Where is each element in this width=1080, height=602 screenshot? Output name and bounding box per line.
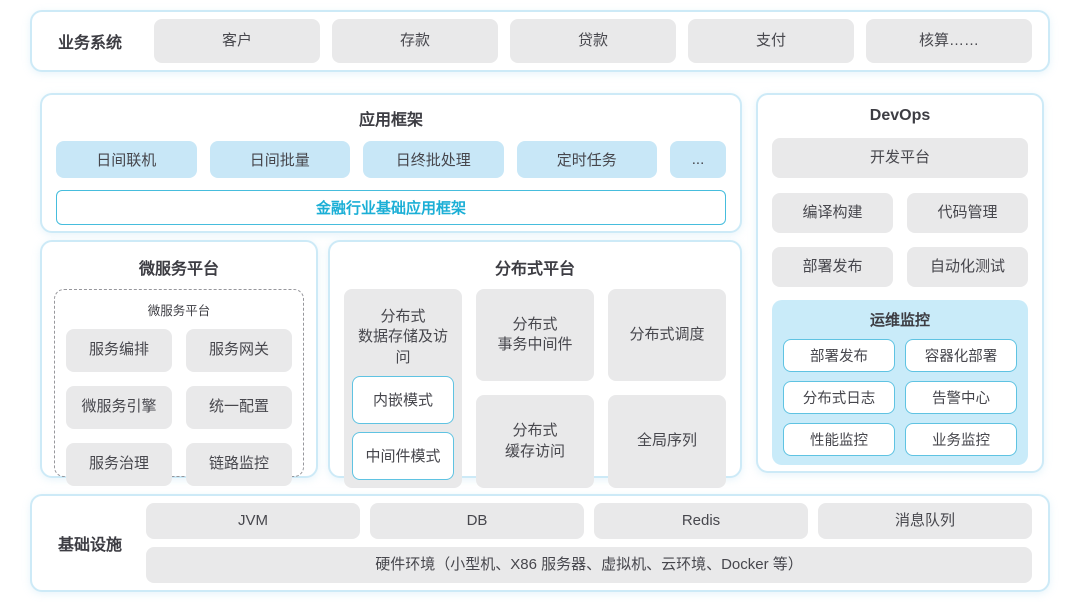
app-framework-item-scheduled-task: 定时任务 <box>516 141 657 178</box>
ops-monitoring-item-performance: 性能监控 <box>783 423 895 456</box>
infrastructure-label: 基础设施 <box>58 537 123 554</box>
distributed-grid: 分布式 数据存储及访问 内嵌模式 中间件模式 分布式 事务中间件 分布式调度 分… <box>344 289 726 488</box>
storage-mode-middleware: 中间件模式 <box>352 431 454 480</box>
business-item-customer: 客户 <box>154 19 320 63</box>
microservice-item-engine: 微服务引擎 <box>66 386 172 429</box>
microservice-item-governance: 服务治理 <box>66 443 172 486</box>
infra-item-redis: Redis <box>594 503 808 539</box>
microservice-item-gateway: 服务网关 <box>186 329 292 372</box>
storage-mode-embedded: 内嵌模式 <box>352 375 454 424</box>
microservice-item-orchestration: 服务编排 <box>66 329 172 372</box>
app-framework-title: 应用框架 <box>358 112 423 129</box>
business-item-loan: 贷款 <box>510 19 676 63</box>
business-item-accounting: 核算…… <box>866 19 1032 63</box>
microservice-inner-title: 微服务平台 <box>147 304 211 318</box>
base-framework-box: 金融行业基础应用框架 <box>56 190 726 225</box>
ops-monitoring-grid: 部署发布 容器化部署 分布式日志 告警中心 性能监控 业务监控 <box>783 339 1017 456</box>
distributed-item-cache: 分布式 缓存访问 <box>476 395 594 488</box>
infrastructure-section: 基础设施 JVM DB Redis 消息队列 硬件环境（小型机、X86 服务器、… <box>30 494 1050 592</box>
infra-item-db: DB <box>370 503 584 539</box>
app-framework-item-eod-batch: 日终批处理 <box>363 141 504 178</box>
devops-tool-deploy: 部署发布 <box>772 247 893 287</box>
dev-platform-box: 开发平台 <box>772 138 1028 178</box>
ops-monitoring-panel: 运维监控 部署发布 容器化部署 分布式日志 告警中心 性能监控 业务监控 <box>772 300 1028 465</box>
microservice-item-tracing: 链路监控 <box>186 443 292 486</box>
ops-monitoring-item-alert: 告警中心 <box>905 381 1017 414</box>
microservice-title: 微服务平台 <box>138 261 219 278</box>
devops-tool-build: 编译构建 <box>772 193 893 233</box>
infra-item-mq: 消息队列 <box>818 503 1032 539</box>
ops-monitoring-item-business: 业务监控 <box>905 423 1017 456</box>
distributed-item-scheduling: 分布式调度 <box>608 289 726 382</box>
infrastructure-stack: JVM DB Redis 消息队列 硬件环境（小型机、X86 服务器、虚拟机、云… <box>146 503 1032 583</box>
ops-monitoring-title: 运维监控 <box>869 312 930 329</box>
distributed-storage-title: 分布式 数据存储及访问 <box>357 308 448 366</box>
ops-monitoring-item-deploy: 部署发布 <box>783 339 895 372</box>
distributed-item-transaction: 分布式 事务中间件 <box>476 289 594 382</box>
app-framework-item-more: ... <box>670 141 726 178</box>
microservice-item-config: 统一配置 <box>186 386 292 429</box>
devops-tool-auto-test: 自动化测试 <box>907 247 1028 287</box>
distributed-section: 分布式平台 分布式 数据存储及访问 内嵌模式 中间件模式 分布式 事务中间件 分… <box>328 240 742 488</box>
business-system-section: 业务系统 客户 存款 贷款 支付 核算…… <box>30 10 1050 72</box>
ops-monitoring-item-container: 容器化部署 <box>905 339 1017 372</box>
hardware-env-box: 硬件环境（小型机、X86 服务器、虚拟机、云环境、Docker 等） <box>146 547 1032 583</box>
app-framework-row: 日间联机 日间批量 日终批处理 定时任务 ... <box>56 141 726 178</box>
devops-title: DevOps <box>869 107 931 124</box>
distributed-item-global-sequence: 全局序列 <box>608 395 726 488</box>
app-framework-section: 应用框架 日间联机 日间批量 日终批处理 定时任务 ... 金融行业基础应用框架 <box>40 93 742 233</box>
app-framework-item-daytime-batch: 日间批量 <box>209 141 350 178</box>
devops-tool-code-mgmt: 代码管理 <box>907 193 1028 233</box>
business-item-deposit: 存款 <box>332 19 498 63</box>
app-framework-item-daytime-online: 日间联机 <box>56 141 197 178</box>
devops-tool-grid: 编译构建 代码管理 部署发布 自动化测试 <box>772 193 1028 287</box>
ops-monitoring-item-log: 分布式日志 <box>783 381 895 414</box>
distributed-title: 分布式平台 <box>494 261 575 278</box>
infra-item-jvm: JVM <box>146 503 360 539</box>
business-item-payment: 支付 <box>688 19 854 63</box>
infrastructure-row: JVM DB Redis 消息队列 <box>146 503 1032 539</box>
distributed-storage-box: 分布式 数据存储及访问 内嵌模式 中间件模式 <box>344 289 462 488</box>
microservice-grid: 服务编排 服务网关 微服务引擎 统一配置 服务治理 链路监控 <box>66 329 292 486</box>
devops-section: DevOps 开发平台 编译构建 代码管理 部署发布 自动化测试 运维监控 部署… <box>756 93 1044 473</box>
microservice-section: 微服务平台 微服务平台 服务编排 服务网关 微服务引擎 统一配置 服务治理 链路… <box>40 240 318 486</box>
business-system-label: 业务系统 <box>58 35 123 52</box>
microservice-inner-box: 微服务平台 服务编排 服务网关 微服务引擎 统一配置 服务治理 链路监控 <box>54 289 304 486</box>
